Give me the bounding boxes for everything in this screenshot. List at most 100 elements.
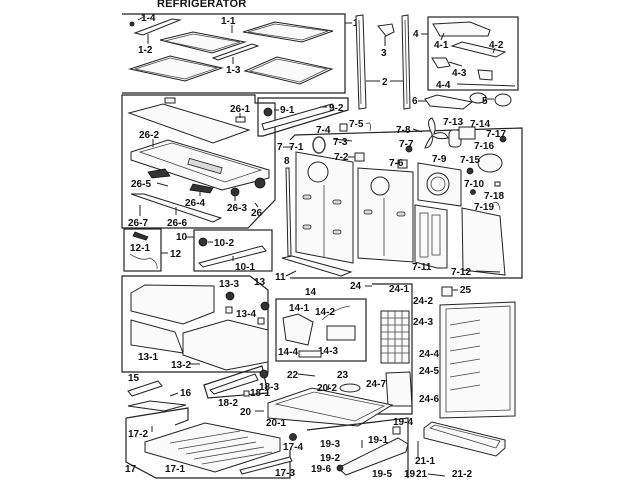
part-9-box [257,97,349,137]
label-7-17: 7-17 [486,129,506,140]
label-4-3: 4-3 [452,68,467,79]
label-20-1: 20-1 [266,418,286,429]
group-24: 24 24-1 24-2 24-3 24-4 24-5 24-6 24-7 [350,281,439,415]
shelves-box [122,13,346,94]
gasket-part [312,136,326,154]
label-7-19: 7-19 [474,202,494,213]
part-19-5 [337,437,409,476]
label-7-2: 7-2 [334,152,349,163]
label-4-4: 4-4 [436,80,451,91]
cabinet-part [439,301,516,419]
panel-7-12-part [461,207,506,276]
lamp-lens-part [450,41,507,58]
group-17: 17-2 17-4 17-3 17 17-1 [125,407,303,479]
part-7-4 [339,123,348,132]
label-4-2: 4-2 [489,40,504,51]
part-18-1 [243,390,250,397]
part-19-4 [392,426,401,435]
label-17-2: 17-2 [128,429,148,440]
part-7-2 [354,152,365,162]
label-21-2: 21-2 [452,469,472,480]
bulb-part [494,93,512,107]
label-7-12: 7-12 [451,267,471,278]
group-10: 10 10-2 10-1 [176,229,273,273]
cover-box [121,94,276,229]
part-21-2 [423,421,506,457]
label-8: 8 [284,156,290,167]
part-18-3 [259,369,269,379]
label-13-4: 13-4 [236,309,256,320]
label-19: 19 [404,469,416,480]
crisper-drawer-part [130,284,215,325]
cover-bracket-part [164,97,176,104]
lamp-socket-part [431,57,451,69]
motor-bracket-part [458,126,476,140]
part-7-3 [332,138,353,142]
label-26-3: 26-3 [227,203,247,214]
rail-part [355,14,367,110]
fan-blade-part [424,117,449,149]
label-14-4: 14-4 [278,347,298,358]
bracket-part [257,317,265,325]
crisper-drawer-part [130,319,184,354]
diagram-title: REFRIGERATOR [157,0,247,10]
label-18-2: 18-2 [218,398,238,409]
group-shelves: 1-4 1-2 1-1 1-3 1 [122,13,359,94]
label-13: 13 [254,277,266,288]
part-18-2 [209,373,259,395]
group-21: 21-1 21 21-2 [415,421,506,480]
strip-part [147,168,171,179]
label-24-5: 24-5 [419,366,439,377]
part-7-7 [405,145,413,153]
label-7-13: 7-13 [443,117,463,128]
group-14: 14 14-1 14-2 14-3 14-4 [275,287,367,362]
part-17-3 [239,456,293,475]
label-7-8: 7-8 [396,125,411,136]
label-7: 7 [277,142,283,153]
label-1-4: 1-4 [141,13,156,24]
label-7-5: 7-5 [349,119,364,130]
label-9-1: 9-1 [280,105,295,116]
label-2: 2 [382,77,388,88]
label-17-1: 17-1 [165,464,185,475]
group-evaporator: 7 7-1 7-4 7-3 7-2 7-5 7-6 7-7 7-8 [277,117,523,279]
label-24-3: 24-3 [413,317,433,328]
label-19-1: 19-1 [368,435,388,446]
label-24-7: 24-7 [366,379,386,390]
part-17-box-lower [125,418,291,479]
shelf-part [243,56,334,85]
label-19-3: 19-3 [320,439,340,450]
label-21-1: 21-1 [415,456,435,467]
label-26-4: 26-4 [185,198,205,209]
label-14: 14 [305,287,317,298]
label-13-1: 13-1 [138,352,158,363]
label-15: 15 [128,373,140,384]
part-7-16 [477,153,503,173]
knob-part [230,187,240,197]
label-10-2: 10-2 [214,238,234,249]
part-7-5 [365,122,371,132]
label-7-7: 7-7 [399,139,414,150]
screw-part [129,21,135,27]
shelf-part [128,55,224,82]
rod-8-part [285,167,292,257]
label-13-3: 13-3 [219,279,239,290]
label-7-4: 7-4 [316,125,331,136]
label-12-1: 12-1 [130,243,150,254]
label-24-4: 24-4 [419,349,439,360]
label-7-9: 7-9 [432,154,447,165]
label-23: 23 [337,370,349,381]
label-20: 20 [240,407,252,418]
lamp-cover-part [432,21,491,37]
part-10-box [193,229,273,272]
part-15 [127,380,163,397]
label-11: 11 [275,272,286,283]
part-19-6 [336,464,344,472]
label-20-2: 20-2 [317,383,337,394]
label-17-3: 17-3 [275,468,295,479]
label-18-1: 18-1 [250,388,270,399]
label-22: 22 [287,370,299,381]
part-7-19 [492,201,501,211]
knob-part [198,237,208,247]
part-7-17 [499,135,507,143]
